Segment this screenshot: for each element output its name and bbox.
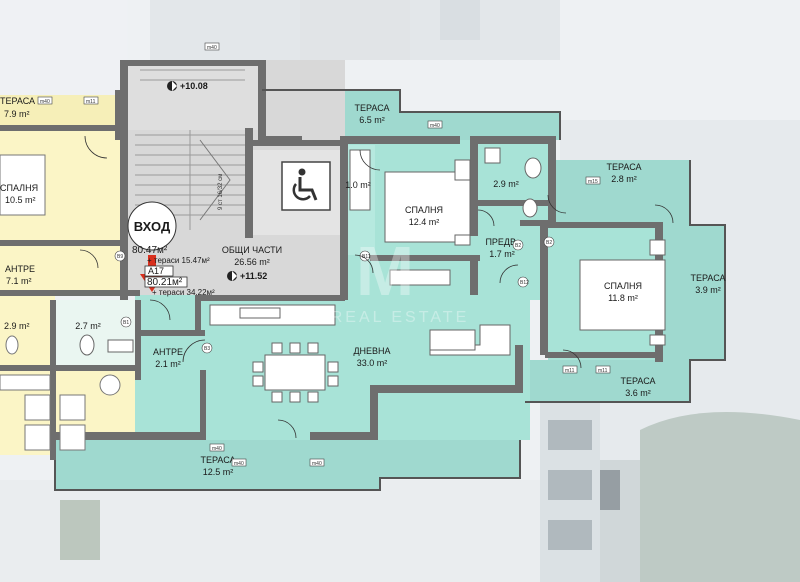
bedroom-1-name: СПАЛНЯ [405,205,443,215]
watermark-logo: M [356,232,414,310]
level-marker-icon [167,81,237,281]
bed-1 [384,171,471,243]
bedroom-2-name: СПАЛНЯ [604,281,642,291]
terrace-r-area: 3.9 m² [695,285,721,295]
stair-note: 9 ст 16/32 см [218,174,224,210]
terrace-rt-area: 2.8 m² [611,174,637,184]
svg-text:m40: m40 [430,123,440,129]
terrace-bottom-area: 12.5 m² [203,467,234,477]
entry-name: АНТРЕ [153,347,183,357]
dining-table [264,354,326,391]
n-entry-name: АНТРЕ [5,264,35,274]
railings [54,89,726,491]
apartment-tag: 80.47м² + тераси 15.47м² A17 80.21м² + т… [132,245,215,297]
tag-gross: 80.21м² [147,277,183,288]
tag-terraces-prev: + тераси 15.47м² [147,256,210,265]
neighbor-furniture [0,154,121,451]
svg-text:m40: m40 [212,446,222,452]
terrace-right [660,225,725,360]
watermark: M REAL ESTATE [331,232,470,326]
bedroom-1-area: 12.4 m² [409,217,440,227]
entrance-badge: ВХОД [127,201,177,251]
wheelchair-icon [281,161,331,211]
entrance-label: ВХОД [134,219,171,234]
bedroom-2-area: 11.8 m² [608,293,638,303]
entry-area: 2.1 m² [155,359,181,369]
svg-text:B2: B2 [546,240,552,246]
tag-gross-prev: 80.47м² [132,245,168,256]
svg-text:B3: B3 [204,346,210,352]
terrace-r-name: ТЕРАСА [690,273,725,283]
n-bedroom-area: 10.5 m² [5,195,36,205]
tag-terraces: + тераси 34.22м² [152,288,215,297]
svg-text:m15: m15 [588,179,598,185]
terrace-rb-area: 3.6 m² [625,388,651,398]
door-swings [79,135,674,439]
common-area-size: 26.56 m² [234,257,270,267]
room-labels: ТЕРАСА 6.5 m² 1.0 m² СПАЛНЯ 12.4 m² 2.9 … [75,103,725,477]
svg-text:m11: m11 [598,368,608,374]
living-name: ДНЕВНА [353,346,390,356]
terrace-top-name: ТЕРАСА [354,103,389,113]
svg-text:m40: m40 [207,45,217,51]
svg-text:m40: m40 [312,461,322,467]
n-terrace-area: 7.9 m² [4,109,30,119]
common-area [125,60,345,295]
tag-id: A17 [148,266,164,276]
terrace-rt-name: ТЕРАСА [606,162,641,172]
terrace-right-top [548,160,690,225]
n-terrace-name: ТЕРАСА [0,96,35,106]
level-stair-top: +10.08 [180,81,208,91]
n-wc-area: 2.9 m² [4,321,30,331]
wc-left-area: 2.7 m² [75,321,101,331]
watermark-text: REAL ESTATE [331,309,470,326]
walls [0,60,663,460]
n-bedroom-name: СПАЛНЯ [0,183,38,193]
terrace-bottom-name: ТЕРАСА [200,455,235,465]
neighbor-labels: ТЕРАСА 7.9 m² СПАЛНЯ 10.5 m² АНТРЕ 7.1 m… [0,96,38,331]
svg-text:m11: m11 [86,99,96,105]
svg-text:m40: m40 [40,99,50,105]
svg-text:B2: B2 [515,243,521,249]
opening-tags [37,42,611,467]
terrace-rb-name: ТЕРАСА [620,376,655,386]
svg-text:m11: m11 [565,368,575,374]
svg-text:B1: B1 [123,320,129,326]
svg-text:B9: B9 [117,254,123,260]
common-area-name: ОБЩИ ЧАСТИ [222,245,282,255]
svg-text:m40: m40 [234,461,244,467]
hall-name: ПРЕДВ. [485,237,518,247]
wc-top-area: 2.9 m² [493,179,519,189]
hall-area: 1.7 m² [489,249,515,259]
n-entry-area: 7.1 m² [6,276,32,286]
living-area: 33.0 m² [357,358,388,368]
terrace-top-area: 6.5 m² [359,115,385,125]
svg-text:B12: B12 [520,280,529,286]
bed-2 [579,259,666,331]
opening-tag-labels: m40 m40 m11 m40 m15 m40 m40 m40 m11 m11 … [40,45,608,467]
svg-text:B11: B11 [362,254,371,260]
level-landing: +11.52 [240,271,267,281]
corridor-area: 1.0 m² [345,180,371,190]
furniture [79,147,666,403]
